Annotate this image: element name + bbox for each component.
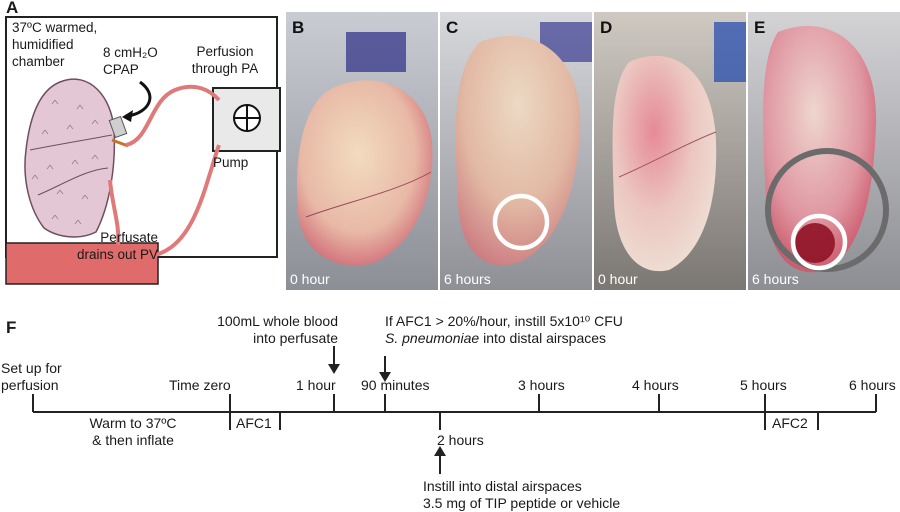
cpap-label: 8 cmH₂O CPAP	[103, 45, 158, 77]
perfusion-setup-diagram	[5, 16, 281, 285]
photo-panel-d: D 0 hour	[594, 12, 746, 290]
photo-panel-b: B 0 hour	[286, 12, 438, 290]
minutes-90-label: 90 minutes	[361, 377, 430, 393]
hour-4-label: 4 hours	[632, 377, 679, 393]
perfusate-label: Perfusate drains out PV	[76, 230, 158, 262]
photo-panel-c: C 6 hours	[440, 12, 592, 290]
hour-2-label: 2 hours	[437, 432, 484, 448]
drain-tube	[108, 179, 121, 246]
photo-time-e: 6 hours	[752, 271, 799, 287]
afc2-label: AFC2	[772, 415, 808, 431]
hour-6-label: 6 hours	[849, 377, 896, 393]
afc1-label: AFC1	[236, 415, 272, 431]
hour-3-label: 3 hours	[518, 377, 565, 393]
panel-letter-f: F	[6, 318, 17, 337]
photo-time-c: 6 hours	[444, 271, 491, 287]
instill-label: Instill into distal airspaces 3.5 mg of …	[423, 478, 621, 511]
blood-label: 100mL whole blood into perfusate	[217, 313, 338, 346]
setup-label: Set up for perfusion	[1, 360, 62, 393]
panel-letter-d: D	[600, 18, 613, 37]
perfusion-tube-in	[125, 84, 221, 147]
lung-photo-b	[286, 12, 438, 290]
time-zero-label: Time zero	[169, 377, 231, 393]
perfusate-pool	[5, 242, 159, 285]
panel-letter-e: E	[754, 18, 766, 37]
inflamed-region-ring-e	[790, 213, 848, 271]
lung-photo-d	[594, 12, 746, 290]
photo-time-d: 0 hour	[598, 271, 638, 287]
hour-5-label: 5 hours	[740, 377, 787, 393]
photo-panel-e: E 6 hours	[748, 12, 900, 290]
photo-time-b: 0 hour	[290, 271, 330, 287]
perfusion-tube-return	[154, 144, 221, 257]
inflamed-region-ring-c	[492, 193, 550, 251]
chamber-label: 37ºC warmed, humidified chamber	[12, 20, 98, 69]
warm-label: Warm to 37ºC & then inflate	[89, 415, 177, 448]
pump-label: Pump	[213, 155, 249, 170]
lung-photo-c	[440, 12, 592, 290]
panel-letter-b: B	[292, 18, 305, 37]
panel-letter-a: A	[6, 0, 19, 17]
lung-illustration	[24, 78, 129, 238]
afc-instill-label: If AFC1 > 20%/hour, instill 5x10¹⁰ CFU S…	[385, 313, 623, 346]
hour-1-label: 1 hour	[296, 377, 336, 393]
cpap-arrowhead	[122, 110, 133, 122]
panel-letter-c: C	[446, 18, 459, 37]
cpap-arrow	[127, 80, 152, 118]
perfusion-label: Perfusion through PA	[191, 44, 259, 76]
lung-photo-e	[748, 12, 900, 290]
